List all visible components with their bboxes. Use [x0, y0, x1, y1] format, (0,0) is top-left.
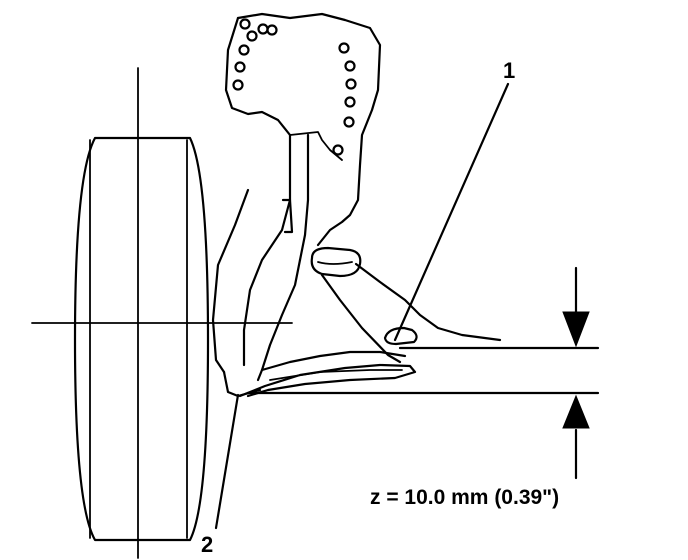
callout-2-leader: [214, 393, 240, 530]
lower-control-arm: [238, 262, 502, 398]
callout-2-label: 2: [201, 532, 213, 557]
measurement-label: z = 10.0 mm (0.39"): [370, 486, 559, 509]
strut-tower: [224, 12, 382, 247]
callout-1-label: 1: [503, 58, 515, 83]
dimension-arrows: [562, 266, 590, 480]
wheel: [73, 136, 210, 542]
ball-joint: [310, 246, 362, 278]
callout-1-leader: [393, 82, 510, 342]
steering-knuckle: [211, 133, 310, 398]
